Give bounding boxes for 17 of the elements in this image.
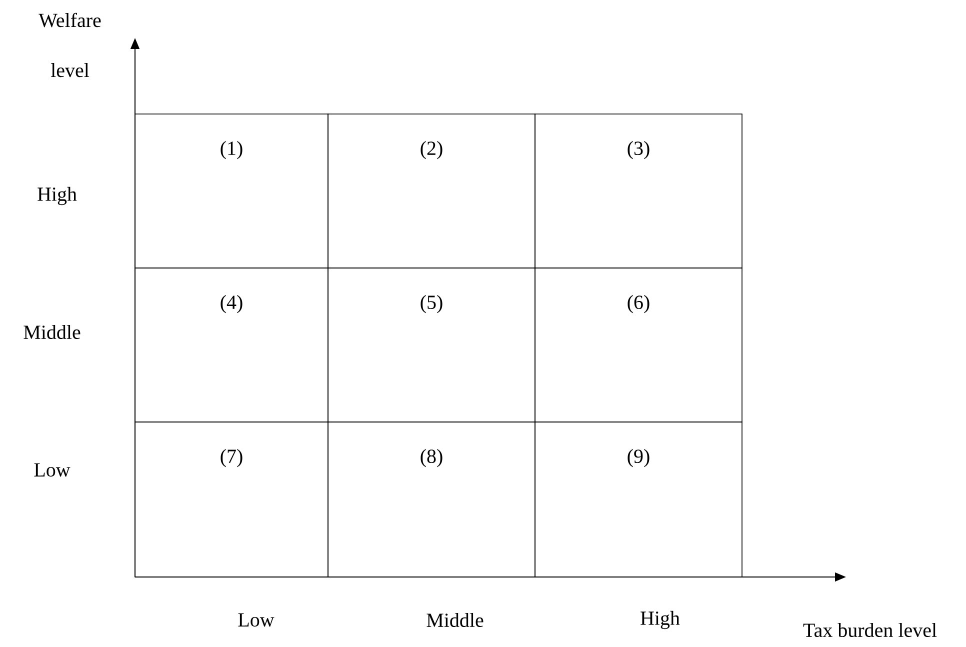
grid-cell: (9) <box>534 422 742 578</box>
tick-label: Low <box>34 463 70 477</box>
grid-cell: (6) <box>534 268 742 422</box>
tick-label: Middle <box>24 324 80 340</box>
grid-cell: (5) <box>328 268 536 422</box>
grid-cell: (8) <box>328 422 536 578</box>
tick-label: Middle <box>426 612 484 628</box>
axis-title: Welfare level <box>38 12 101 78</box>
grid-cell: (2) <box>328 114 536 268</box>
grid-cell: (3) <box>534 114 742 268</box>
tick-label: High <box>640 610 680 630</box>
grid-cell: (7) <box>134 422 328 578</box>
axis-title: Tax burden level <box>803 622 937 638</box>
grid-cell: (1) <box>134 114 328 268</box>
tick-label: High <box>38 186 77 206</box>
tick-label: Low <box>238 613 274 627</box>
grid-cell: (4) <box>134 268 328 422</box>
